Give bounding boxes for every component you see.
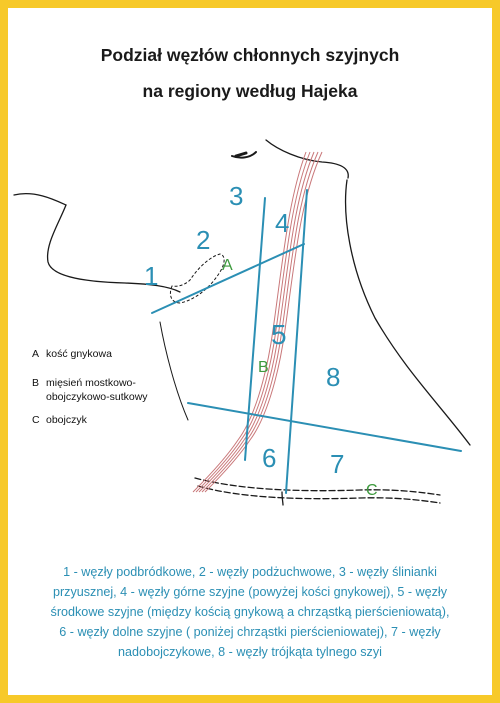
lower-horizontal-line	[187, 402, 462, 452]
region-number: 1	[144, 261, 158, 291]
region-number: 4	[275, 208, 289, 238]
caption-line: 1 - węzły podbródkowe, 2 - węzły podżuch…	[63, 565, 437, 579]
region-number: 8	[326, 362, 340, 392]
region-number: 6	[262, 443, 276, 473]
right-vertical-line	[285, 189, 308, 494]
caption-line: przyusznej, 4 - węzły górne szyjne (powy…	[52, 585, 448, 599]
ear-tip	[234, 151, 248, 158]
legend-text: mięsień mostkowo-	[46, 377, 136, 389]
legend-key: C	[32, 414, 40, 426]
clavicle-outline-upper	[194, 477, 441, 496]
landmark-letter: B	[258, 359, 269, 376]
back-head-outline	[265, 139, 349, 179]
legend-key: B	[32, 377, 40, 389]
region-lines	[151, 189, 462, 494]
diagram-title-line-2: na regiony według Hajeka	[142, 81, 358, 101]
chin-outline	[46, 204, 181, 293]
nape-outline	[344, 179, 471, 446]
legend-text: obojczyk	[46, 414, 87, 426]
chest-outline	[281, 491, 284, 506]
legend-text: obojczykowo-sutkowy	[46, 391, 148, 403]
landmark-letter: A	[222, 257, 233, 274]
region-number: 5	[271, 319, 287, 350]
landmark-letters: A B C	[222, 257, 378, 499]
ear-outline	[231, 151, 257, 159]
diagram-title-line-1: Podział węzłów chłonnych szyjnych	[100, 45, 400, 65]
region-numbers: 1 2 3 4 5 6 7 8	[144, 181, 344, 479]
region-number: 2	[196, 225, 210, 255]
caption-line: nadobojczykowe, 8 - węzły trójkąta tylne…	[118, 645, 382, 659]
hyoid-bone-outline	[169, 253, 225, 304]
jaw-outline	[13, 193, 67, 206]
caption-line: 6 - węzły dolne szyjne ( poniżej chrząst…	[59, 625, 441, 639]
legend-text: kość gnykowa	[46, 348, 112, 360]
clavicle-outline-lower	[197, 485, 441, 504]
caption-line: środkowe szyjne (między kością gnykową a…	[50, 605, 450, 619]
left-vertical-line	[244, 197, 266, 461]
legend-key: A	[32, 348, 40, 360]
region-number: 3	[229, 181, 243, 211]
throat-outline	[159, 321, 189, 421]
upper-horizontal-line	[151, 243, 305, 314]
region-number: 7	[330, 449, 344, 479]
sternocleidomastoid-muscle	[192, 151, 323, 493]
regions-caption: 1 - węzły podbródkowe, 2 - węzły podżuch…	[28, 562, 472, 662]
legend-item: obojczykowo-sutkowy	[32, 391, 148, 403]
landmark-letter: C	[366, 482, 378, 499]
